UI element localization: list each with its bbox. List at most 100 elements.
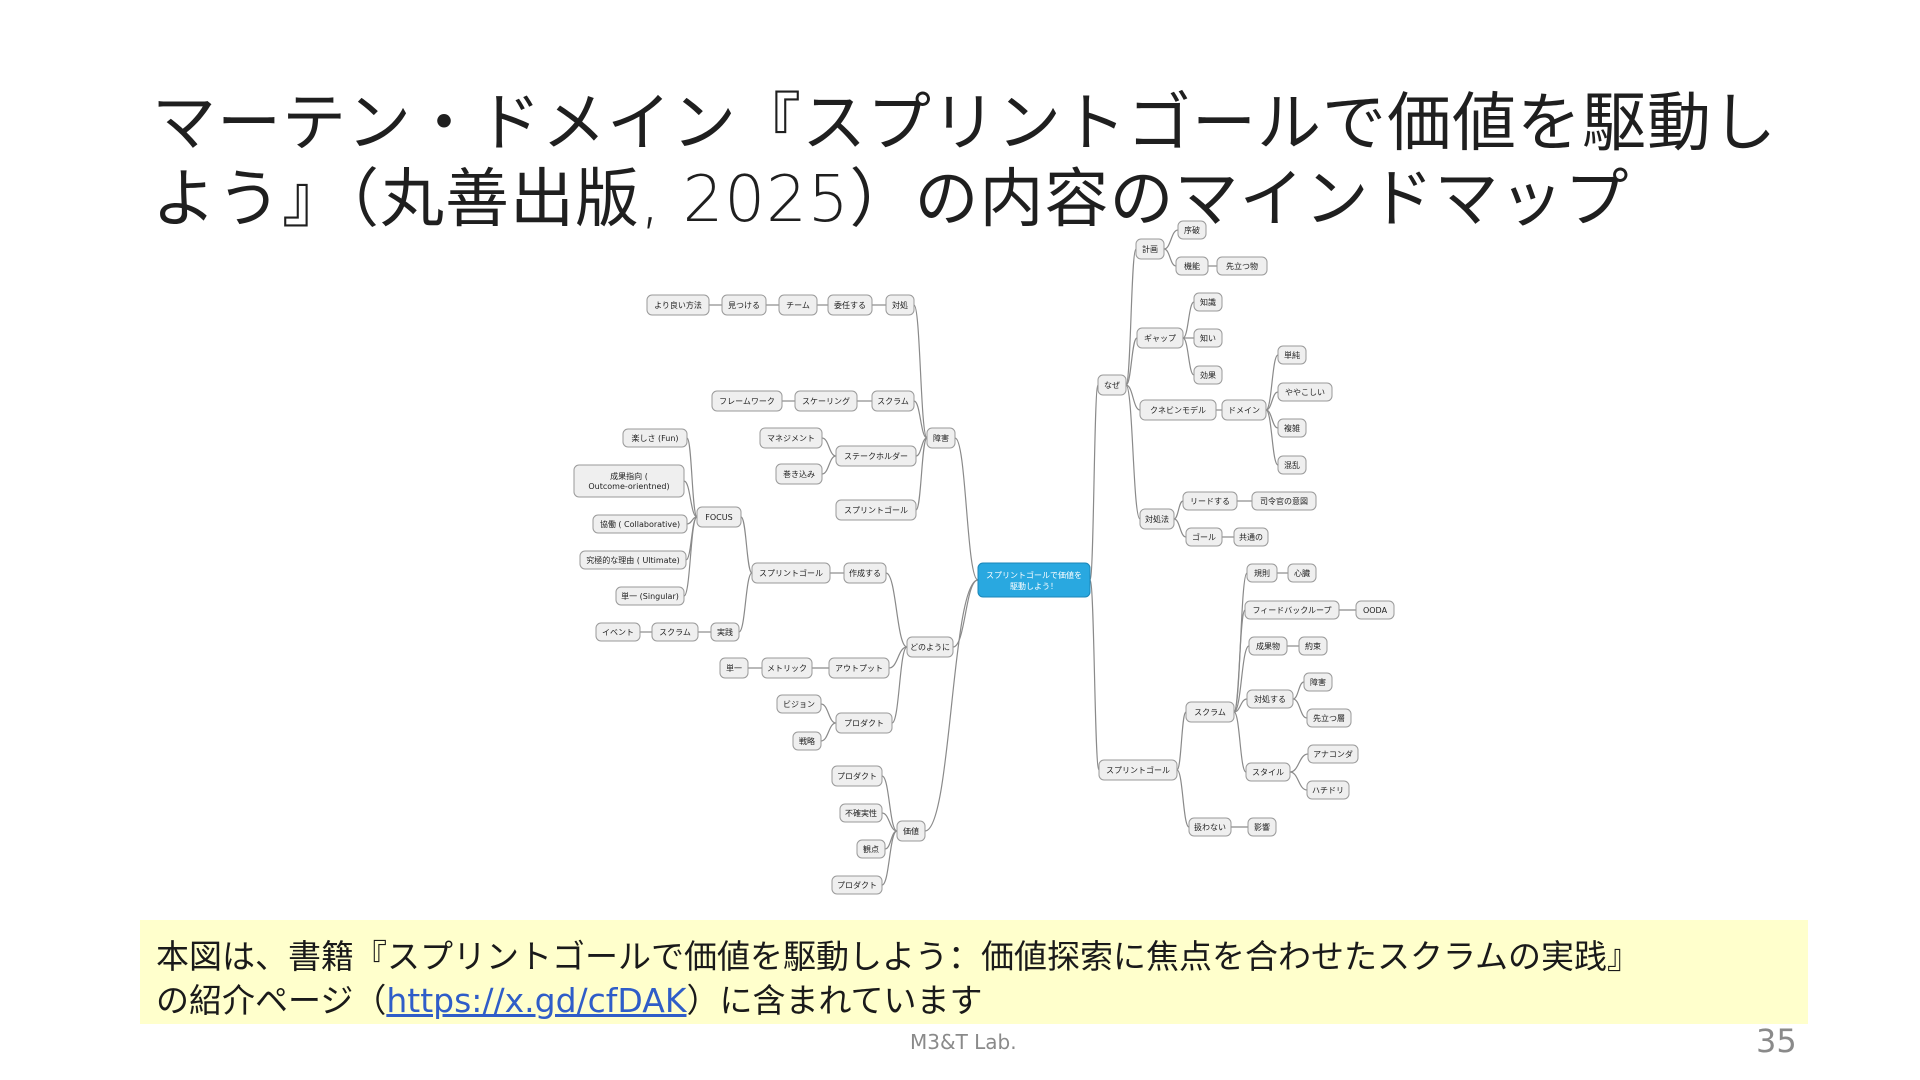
mindmap-node-label: スクラム: [877, 397, 909, 406]
mindmap-edge: [686, 437, 698, 518]
mindmap-node: スタイル: [1245, 762, 1291, 782]
mindmap-node-label: 影響: [1254, 822, 1270, 832]
mindmap-node-label: 扱わない: [1194, 822, 1226, 832]
slide-title: マーテン・ドメイン『スプリントゴールで価値を駆動し よう』（丸善出版, 2025…: [152, 86, 1792, 238]
mindmap-node: 見つける: [721, 294, 767, 316]
source-link[interactable]: https://x.gd/cfDAK: [386, 981, 687, 1020]
mindmap-node-label: 計画: [1142, 244, 1158, 254]
mindmap-node-label: アナコンダ: [1313, 749, 1353, 759]
mindmap-node: ドメイン: [1221, 399, 1267, 421]
mindmap-edge: [885, 572, 908, 648]
mindmap-edge: [740, 516, 753, 574]
mindmap-node-label: 単純: [1284, 350, 1300, 360]
mindmap-edge: [1289, 753, 1309, 773]
mindmap-edge: [1265, 354, 1279, 411]
mindmap-node-label: 序破: [1184, 225, 1200, 235]
mindmap-node-label: 複雑: [1284, 423, 1300, 433]
mindmap-node: 複雑: [1277, 418, 1307, 438]
mindmap-node: ビジョン: [776, 694, 822, 714]
mindmap-node: より良い方法: [646, 294, 710, 316]
mindmap-node-label: 実践: [717, 627, 733, 637]
mindmap-node-label: スクラム: [1194, 708, 1226, 717]
mindmap-node-label: スプリントゴール: [759, 568, 823, 578]
mindmap-node-label: 委任する: [834, 300, 866, 310]
mindmap-edge: [1125, 384, 1141, 520]
mindmap-edge: [1265, 409, 1279, 466]
mindmap-root-node: スプリントゴールで価値を駆動しよう！: [977, 562, 1091, 598]
mindmap-edge: [1233, 645, 1250, 713]
mindmap-node-label: 規則: [1254, 568, 1270, 578]
mindmap-node-label: ステークホルダー: [844, 451, 908, 461]
mindmap-node: 序破: [1177, 220, 1207, 240]
mindmap-node-label: 協働 ( Collaborative): [600, 519, 680, 529]
mindmap-node: どのように: [906, 636, 954, 658]
mindmap-node: 共通の: [1233, 527, 1269, 547]
mindmap-edge: [1233, 698, 1248, 713]
mindmap-node: スケーリング: [794, 390, 858, 412]
mindmap-edge: [1173, 518, 1187, 538]
mindmap-node: 観点: [856, 839, 886, 859]
mindmap-node: 障害: [1303, 672, 1333, 692]
mindmap-node: イベント: [595, 622, 641, 642]
mindmap-edge: [1125, 248, 1137, 386]
mindmap-edge: [881, 775, 898, 832]
mindmap-edge: [1265, 391, 1279, 411]
mindmap-node: スプリントゴール: [1098, 759, 1178, 781]
mindmap-node: 機能: [1175, 256, 1209, 276]
mindmap-node: 究極的な理由 ( Ultimate): [579, 550, 687, 570]
mindmap-node: 扱わない: [1188, 817, 1232, 837]
title-line-1: マーテン・ドメイン『スプリントゴールで価値を駆動し: [152, 87, 1777, 161]
mindmap-node: 効果: [1193, 365, 1223, 385]
mindmap-edge: [1089, 579, 1100, 771]
mindmap-node-label: 司令官の意図: [1260, 496, 1308, 506]
mindmap-node: 単一: [719, 657, 749, 679]
mindmap-node: 心臓: [1287, 563, 1317, 583]
mindmap-node: ハチドリ: [1306, 780, 1350, 800]
caption-text-after-link: ）に含まれています: [686, 981, 983, 1020]
mindmap-node: 対処: [885, 294, 915, 316]
mindmap-node-label: メトリック: [767, 664, 807, 673]
mindmap-node-label: アウトプット: [835, 664, 883, 673]
mindmap-node: 成果指向 (Outcome-orientned): [573, 464, 685, 498]
mindmap-node-label: 障害: [933, 433, 949, 443]
mindmap-node-label: 楽しさ (Fun): [631, 433, 678, 443]
page-number: 35: [1756, 1022, 1797, 1060]
mindmap-node: スクラム: [871, 390, 915, 412]
mindmap-edge: [1289, 771, 1308, 791]
caption-box: 本図は、書籍『スプリントゴールで価値を駆動しよう：価値探索に焦点を合わせたスクラ…: [140, 920, 1808, 1024]
mindmap-node: 戦略: [792, 731, 822, 751]
mindmap-node: 先立つ物: [1216, 256, 1268, 276]
mindmap-node: マネジメント: [759, 427, 823, 449]
mindmap-node-label: プロダクト: [844, 718, 884, 728]
mindmap-node-label: 障害: [1310, 677, 1326, 687]
mindmap-edge: [891, 646, 908, 724]
mindmap-node-label: 価値: [903, 826, 919, 836]
mindmap-node-label: 不確実性: [845, 808, 877, 818]
mindmap-node-label: クネビンモデル: [1150, 405, 1206, 415]
mindmap-node: 実践: [710, 622, 740, 642]
mindmap-node: 約束: [1298, 636, 1328, 656]
mindmap-node-label: 対処: [892, 300, 908, 310]
mindmap-node: プロダクト: [831, 765, 883, 787]
mindmap-edge: [1163, 248, 1177, 267]
mindmap-edge: [683, 480, 698, 518]
mindmap-node: 混乱: [1277, 455, 1307, 475]
mindmap-node-label: プロダクト: [837, 880, 877, 890]
title-line-2: よう』（丸善出版, 2025）の内容のマインドマップ: [152, 163, 1630, 237]
mindmap-node: メトリック: [761, 657, 813, 679]
mindmap-node-label: スタイル: [1252, 768, 1284, 777]
mindmap-edge: [881, 830, 898, 886]
mindmap-node-label: 作成する: [849, 568, 881, 578]
caption-line-2: の紹介ページ（https://x.gd/cfDAK）に含まれています: [156, 974, 983, 1022]
mindmap-node-label: どのように: [910, 643, 950, 652]
mindmap-node: フレームワーク: [711, 390, 783, 412]
mindmap-edge: [1182, 301, 1195, 339]
mindmap-node-label: ゴール: [1192, 532, 1216, 542]
mindmap-node-label: ハチドリ: [1312, 786, 1344, 795]
caption-line-1: 本図は、書籍『スプリントゴールで価値を駆動しよう：価値探索に焦点を合わせたスクラ…: [156, 937, 1641, 976]
mindmap-node: 単一 (Singular): [615, 586, 685, 606]
mindmap-edge: [1292, 698, 1308, 719]
mindmap-node-label: 単一: [726, 663, 742, 673]
mindmap-node-label: 単一 (Singular): [621, 591, 679, 601]
